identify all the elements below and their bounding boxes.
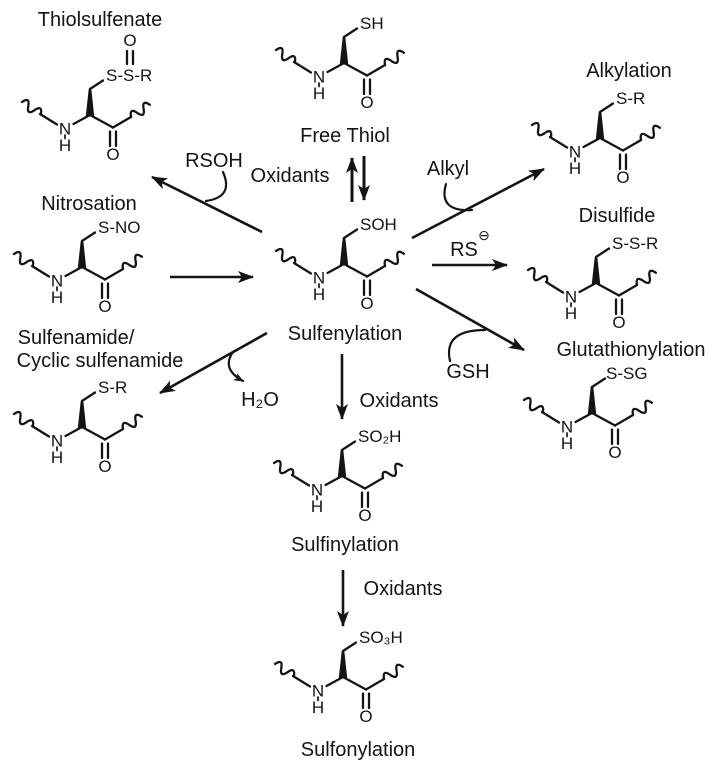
label-nitrosation: Nitrosation bbox=[41, 193, 137, 215]
structure-free-thiol: SH bbox=[274, 14, 407, 112]
label-sulfinylation: Sulfinylation bbox=[291, 534, 399, 556]
substituent-nitrosation: S-NO bbox=[98, 218, 141, 237]
arrow-sulfenylation-to-glutathionylation bbox=[415, 287, 525, 352]
structure-sulfenamide: S-R bbox=[12, 378, 145, 476]
structure-sulfinylation: SO₂H bbox=[272, 427, 405, 525]
structure-glutathionylation: S-SG bbox=[522, 364, 655, 462]
substituent-alkylation: S-R bbox=[616, 89, 645, 108]
reagent-alkyl: Alkyl bbox=[427, 158, 469, 180]
label-thiolsulfenate: Thiolsulfenate bbox=[38, 9, 163, 31]
label-sulfenamide-line1: Sulfenamide/ bbox=[18, 327, 135, 349]
substituent-glutathionylation: S-SG bbox=[606, 364, 648, 383]
substituent-thiolsulfenate: S-S-R bbox=[106, 66, 152, 85]
substituent-sulfonylation: SO₃H bbox=[359, 628, 403, 647]
reagent-oxidants-bottom: Oxidants bbox=[364, 578, 443, 600]
label-disulfide: Disulfide bbox=[579, 205, 656, 227]
label-sulfonylation: Sulfonylation bbox=[301, 739, 416, 761]
curve-alkyl-join bbox=[443, 182, 474, 212]
curve-rsoh-join bbox=[204, 170, 228, 203]
label-free-thiol: Free Thiol bbox=[300, 125, 390, 147]
label-sulfenamide-line2: Cyclic sulfenamide bbox=[17, 350, 184, 372]
structure-alkylation: S-R bbox=[530, 89, 663, 187]
structure-disulfide: S-S-R bbox=[526, 234, 659, 332]
arrow-sulfenylation-to-alkylation bbox=[411, 167, 545, 240]
structure-sulfonylation: SO₃H bbox=[273, 628, 406, 726]
reagent-oxidants-mid: Oxidants bbox=[360, 390, 439, 412]
reagent-rsoh: RSOH bbox=[185, 150, 243, 172]
reagent-thiolate-charge: ⊖ bbox=[478, 227, 490, 243]
reagent-gsh: GSH bbox=[446, 361, 489, 383]
substituent-sulfenylation: SOH bbox=[360, 215, 397, 234]
structure-sulfenylation: SOH bbox=[274, 215, 407, 313]
substituent-sulfinylation: SO₂H bbox=[358, 427, 401, 446]
structure-thiolsulfenate: S-S-R O bbox=[20, 31, 153, 164]
substituent-sulfenamide: S-R bbox=[98, 378, 127, 397]
substituent-disulfide: S-S-R bbox=[612, 234, 658, 253]
reagent-oxidants-top: Oxidants bbox=[251, 165, 330, 187]
curve-gsh-join bbox=[447, 328, 487, 363]
label-sulfenylation: Sulfenylation bbox=[288, 323, 403, 345]
structure-nitrosation: S-NO bbox=[12, 218, 145, 316]
label-alkylation: Alkylation bbox=[586, 60, 672, 82]
curve-water-leaving bbox=[227, 350, 245, 383]
substituent-free-thiol: SH bbox=[360, 14, 384, 33]
sulfinyl-oxygen-atom: O bbox=[123, 31, 136, 50]
label-glutathionylation: Glutathionylation bbox=[557, 339, 706, 361]
reagent-water: H₂O bbox=[241, 389, 279, 411]
arrow-sulfenylation-to-thiolsulfenate bbox=[151, 175, 263, 234]
reagent-thiolate: RS bbox=[450, 239, 478, 261]
arrow-sulfenylation-to-sulfenamide bbox=[159, 331, 268, 395]
